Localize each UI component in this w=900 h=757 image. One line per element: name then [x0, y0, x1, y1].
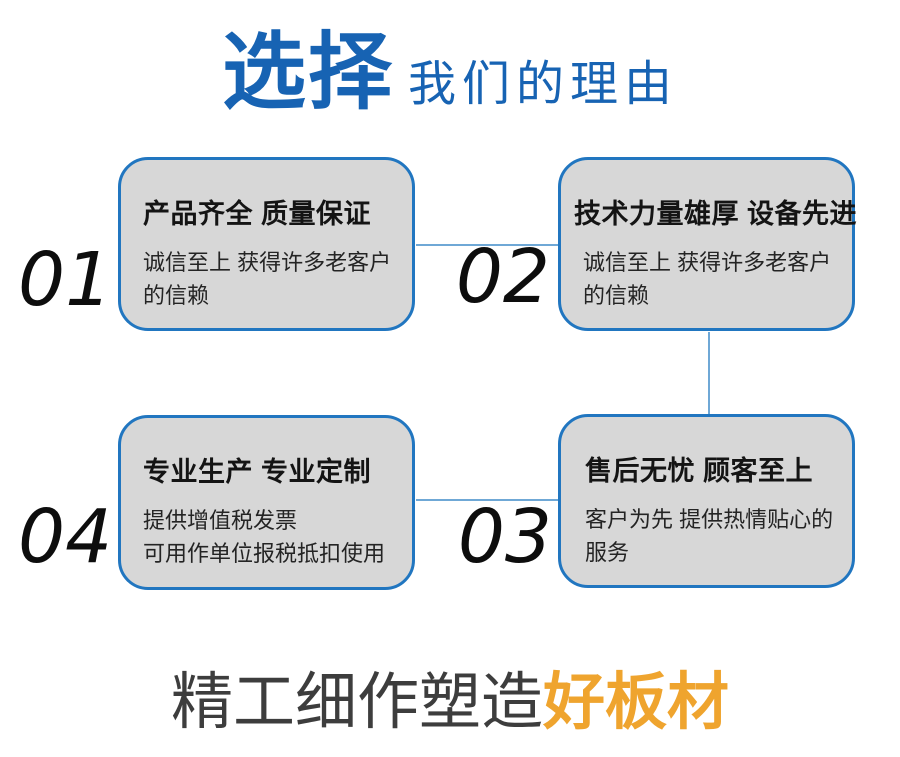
card-body: 提供增值税发票 可用作单位报税抵扣使用: [143, 508, 386, 566]
card-title: 产品齐全 质量保证: [143, 199, 372, 229]
connector-line-bottom-horizontal: [416, 499, 558, 501]
card-title: 专业生产 专业定制: [143, 457, 372, 487]
card-title: 售后无忧 顾客至上: [585, 456, 814, 486]
card-number-03: 03: [457, 494, 552, 580]
card-after-sales-service: 售后无忧 顾客至上 客户为先 提供热情贴心的 服务: [558, 414, 855, 588]
card-body: 客户为先 提供热情贴心的 服务: [585, 507, 834, 565]
connector-line-right-vertical: [708, 332, 710, 414]
footer-slogan-dark: 精工细作塑造: [170, 668, 543, 737]
card-product-quality: 产品齐全 质量保证 诚信至上 获得许多老客户 的信赖: [118, 157, 415, 331]
connector-line-top-horizontal: [416, 244, 558, 246]
footer-slogan: 精工细作塑造好板材: [0, 672, 900, 734]
footer-slogan-accent: 好板材: [543, 668, 730, 737]
card-body: 诚信至上 获得许多老客户 的信赖: [583, 250, 832, 308]
card-technology-equipment: 技术力量雄厚 设备先进 诚信至上 获得许多老客户 的信赖: [558, 157, 858, 331]
card-body: 诚信至上 获得许多老客户 的信赖: [143, 250, 392, 308]
page-title-rest: 我们的理由: [408, 58, 679, 111]
card-number-04: 04: [18, 494, 113, 580]
card-number-02: 02: [455, 234, 550, 320]
page-title-accent: 选择: [221, 25, 394, 119]
card-title: 技术力量雄厚 设备先进: [574, 199, 858, 229]
page-title: 选择 我们的理由: [0, 30, 900, 114]
card-professional-custom: 专业生产 专业定制 提供增值税发票 可用作单位报税抵扣使用: [118, 415, 415, 590]
card-number-01: 01: [18, 237, 113, 323]
